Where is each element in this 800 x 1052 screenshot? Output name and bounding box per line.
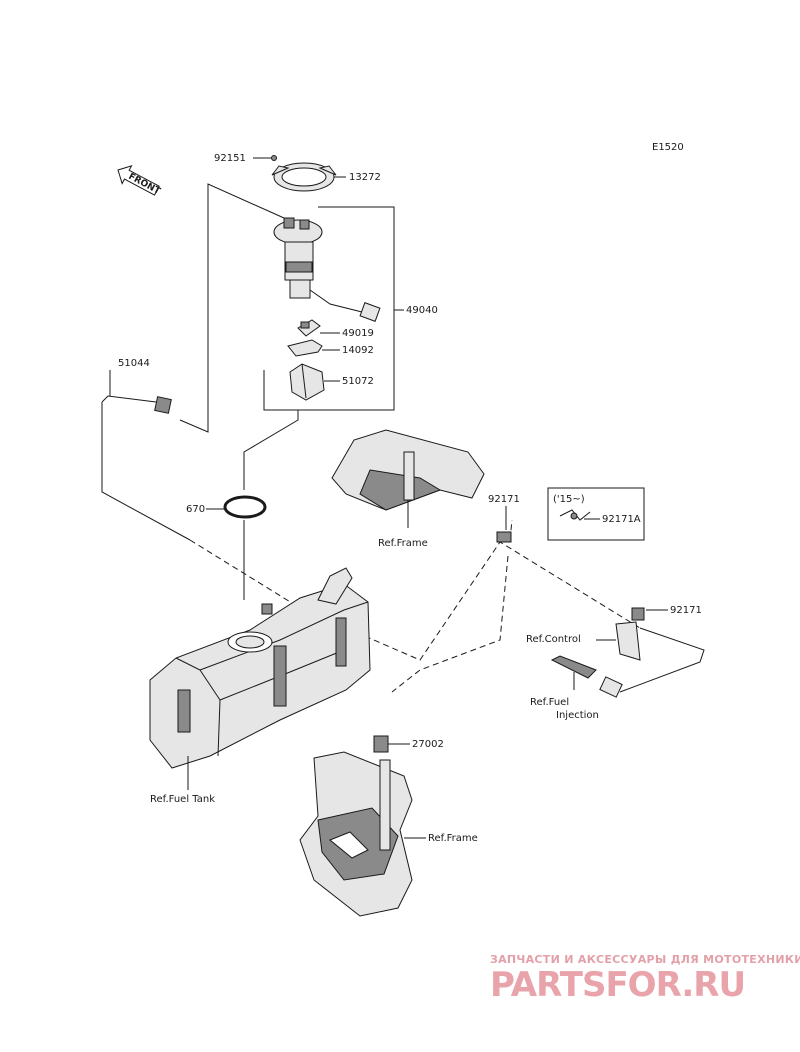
oring-670 <box>206 495 267 600</box>
ref-control: Ref.Control <box>526 634 581 645</box>
callout-92171-top: 92171 <box>488 494 520 505</box>
fuel-pump-assembly <box>273 217 381 322</box>
screw-92151 <box>253 155 277 161</box>
ref-fuel-tank: Ref.Fuel Tank <box>150 794 215 805</box>
filter-49019 <box>297 319 340 337</box>
pump-plate-13272 <box>271 162 346 192</box>
callout-92171-right: 92171 <box>670 605 702 616</box>
callout-51044: 51044 <box>118 358 150 369</box>
watermark-logo: PARTSFOR.RU <box>490 965 745 1005</box>
ref-frame-bottom: Ref.Frame <box>428 833 478 844</box>
cup-51072 <box>289 363 340 401</box>
callout-670: 670 <box>186 504 205 515</box>
diagram-code: E1520 <box>652 142 684 153</box>
callout-92171A: 92171A <box>602 514 641 525</box>
callout-49019: 49019 <box>342 328 374 339</box>
clamp-92171-right <box>615 607 705 693</box>
variant-box <box>547 487 645 541</box>
fuel-tank <box>149 567 371 790</box>
fuel-injection-part <box>550 655 623 698</box>
callout-27002: 27002 <box>412 739 444 750</box>
callout-92151: 92151 <box>214 153 246 164</box>
hose-51044 <box>101 370 191 541</box>
callout-14092: 14092 <box>342 345 374 356</box>
ref-fuel-injection-1: Ref.Fuel <box>530 697 569 708</box>
callout-51072: 51072 <box>342 376 374 387</box>
watermark-tagline: ЗАПЧАСТИ И АКСЕССУАРЫ ДЛЯ МОТОТЕХНИКИ <box>490 953 800 966</box>
variant-label: ('15~) <box>553 494 585 505</box>
ref-frame-top: Ref.Frame <box>378 538 428 549</box>
bracket-49040 <box>263 206 395 411</box>
front-label: FRONT <box>127 172 163 197</box>
frame-bottom <box>299 751 426 917</box>
connector-27002 <box>373 735 410 753</box>
front-arrow-icon <box>117 165 160 196</box>
leader-51044 <box>179 183 285 433</box>
frame-bracket-top <box>331 429 485 528</box>
clamp-92171-top <box>496 506 512 543</box>
ref-fuel-injection-2: Injection <box>556 710 599 721</box>
callout-49040: 49040 <box>406 305 438 316</box>
cover-14092 <box>287 339 340 357</box>
callout-13272: 13272 <box>349 172 381 183</box>
